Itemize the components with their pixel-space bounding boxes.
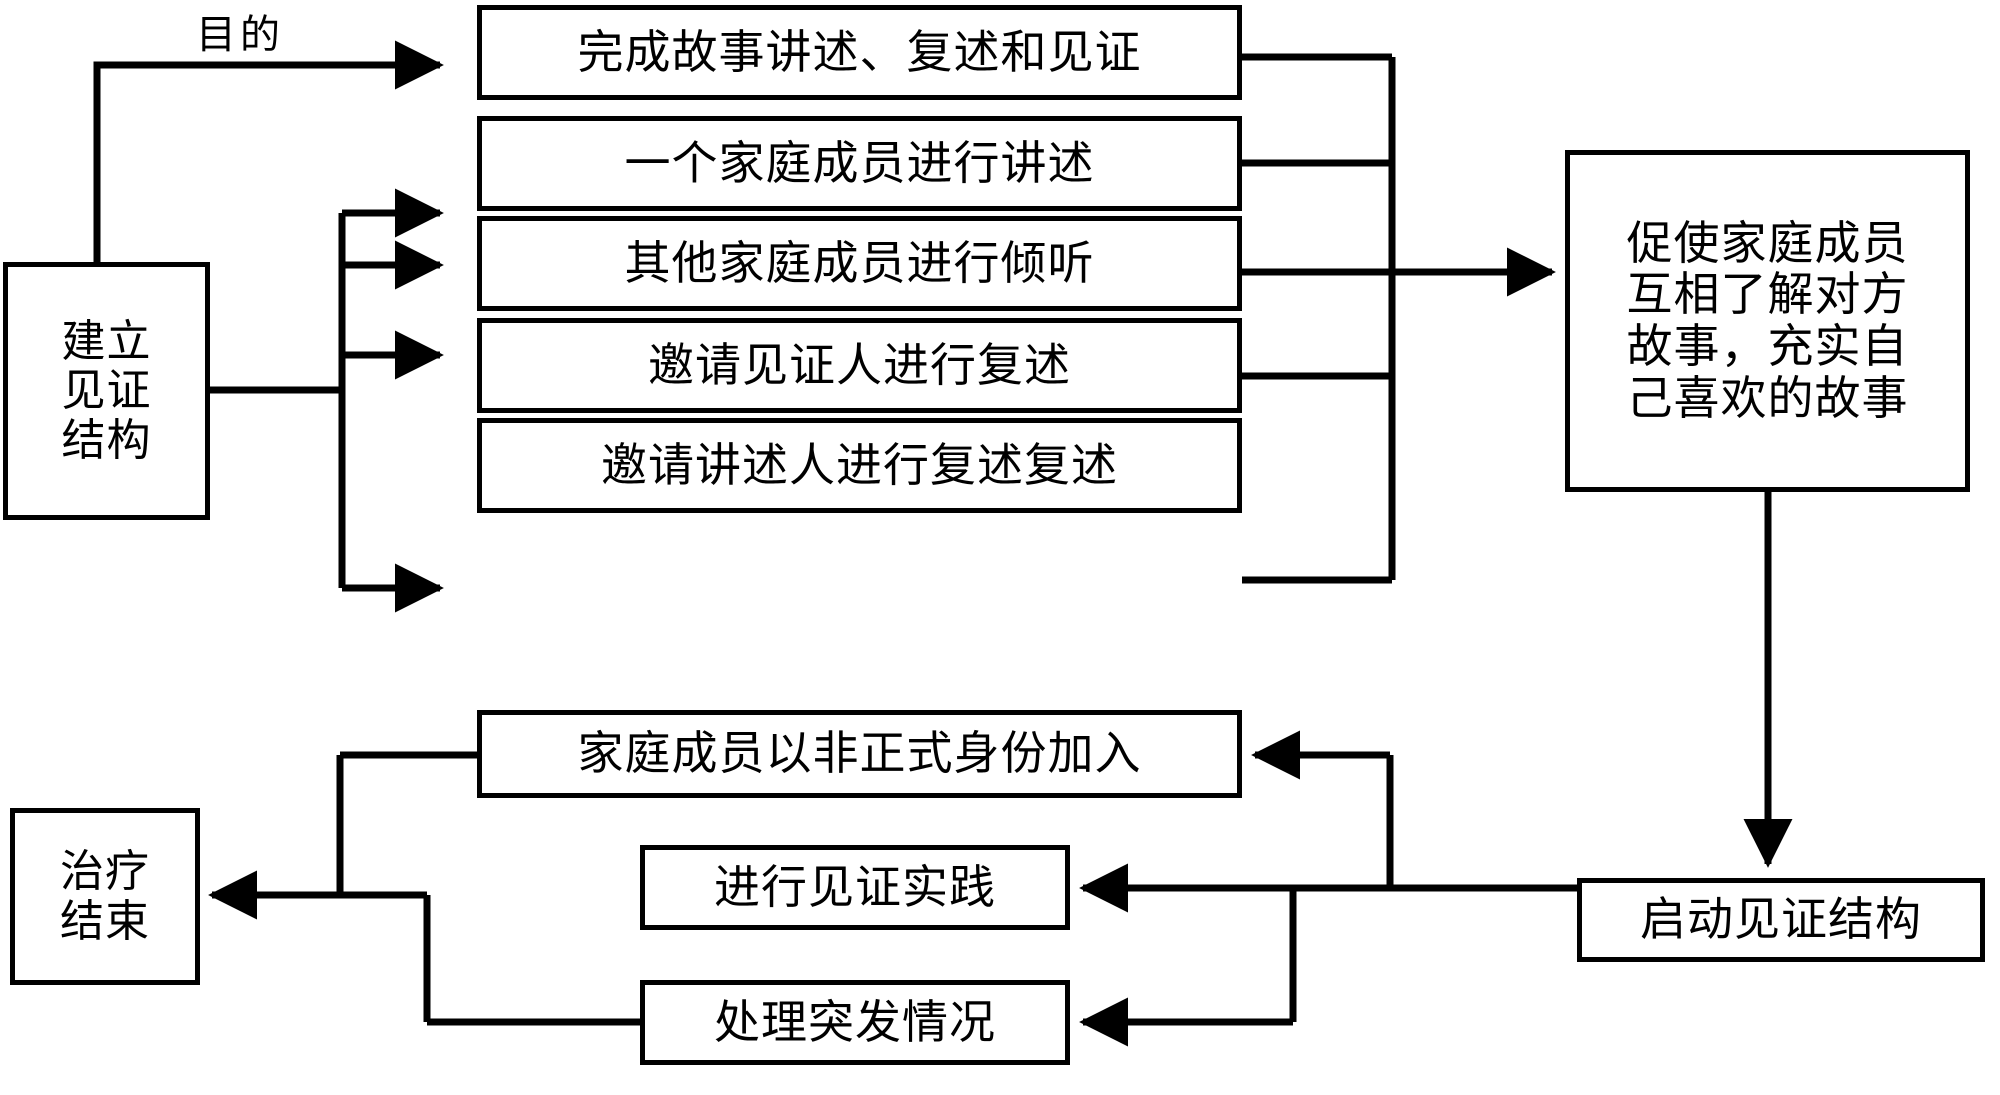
edge-label-purpose: 目的 — [196, 12, 284, 58]
node-invite-teller-to-retell-retelling[interactable]: 邀请讲述人进行复述复述 — [477, 418, 1242, 513]
node-therapy-end[interactable]: 治疗 结束 — [10, 808, 200, 985]
node-other-family-members-listen[interactable]: 其他家庭成员进行倾听 — [477, 216, 1242, 311]
node-family-members-join-informally[interactable]: 家庭成员以非正式身份加入 — [477, 710, 1242, 798]
node-start-witness-structure[interactable]: 启动见证结构 — [1577, 878, 1985, 962]
node-complete-telling-retelling-witnessing[interactable]: 完成故事讲述、复述和见证 — [477, 5, 1242, 100]
node-conduct-witnessing-practice[interactable]: 进行见证实践 — [640, 845, 1070, 930]
node-invite-witness-to-retell[interactable]: 邀请见证人进行复述 — [477, 318, 1242, 413]
node-one-family-member-tells[interactable]: 一个家庭成员进行讲述 — [477, 116, 1242, 211]
node-promote-mutual-understanding[interactable]: 促使家庭成员 互相了解对方 故事，充实自 己喜欢的故事 — [1565, 150, 1970, 492]
edge-build-to-complete — [93, 40, 444, 262]
node-build-witness-structure[interactable]: 建立 见证 结构 — [3, 262, 210, 520]
node-handle-emergencies[interactable]: 处理突发情况 — [640, 980, 1070, 1065]
